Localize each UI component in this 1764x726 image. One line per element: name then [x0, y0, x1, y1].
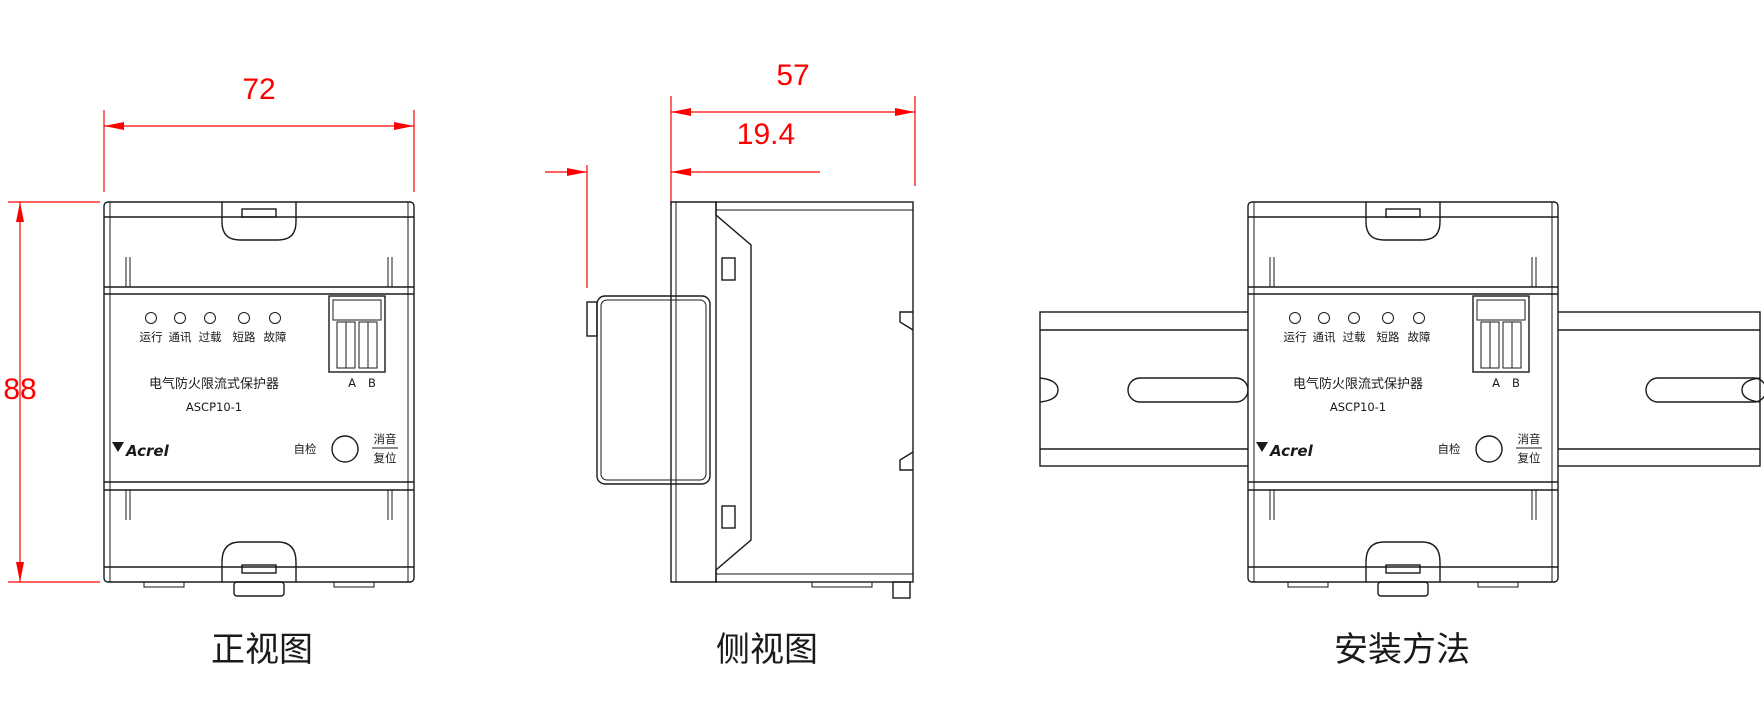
dim-width-value: 72 — [242, 73, 275, 106]
led-label-overload: 过载 — [1343, 330, 1366, 344]
dimension-depth: 57 19.4 — [545, 59, 916, 288]
dim-depth-value: 57 — [776, 59, 809, 92]
self-test-label: 自检 — [294, 442, 317, 456]
led-label-run: 运行 — [1284, 330, 1307, 344]
led-indicator — [145, 312, 157, 324]
silence-label: 消音 — [1518, 432, 1541, 446]
terminal-a-label: A — [1492, 376, 1500, 390]
reset-label: 复位 — [374, 451, 397, 465]
led-indicator — [1413, 312, 1425, 324]
front-view — [103, 201, 415, 597]
led-label-overload: 过载 — [199, 330, 222, 344]
product-name: 电气防火限流式保护器 — [1293, 376, 1423, 392]
led-label-fault: 故障 — [1408, 330, 1431, 344]
install-view — [1247, 201, 1559, 597]
brand-logo: Acrel — [1269, 442, 1314, 460]
led-indicator — [204, 312, 216, 324]
led-label-short: 短路 — [1377, 330, 1400, 344]
led-label-fault: 故障 — [264, 330, 287, 344]
led-indicator — [174, 312, 186, 324]
led-indicator — [269, 312, 281, 324]
model-number: ASCP10-1 — [1330, 400, 1386, 414]
side-view — [586, 201, 914, 599]
product-name: 电气防火限流式保护器 — [149, 376, 279, 392]
led-label-short: 短路 — [233, 330, 256, 344]
led-indicator — [1382, 312, 1394, 324]
led-row: 运行 通讯 过载 短路 故障 — [140, 312, 287, 344]
led-indicator — [1318, 312, 1330, 324]
led-indicator — [1348, 312, 1360, 324]
dim-offset-value: 19.4 — [737, 118, 795, 151]
caption-front-view: 正视图 — [211, 630, 313, 670]
led-label-run: 运行 — [140, 330, 163, 344]
brand-logo: Acrel — [125, 442, 170, 460]
dim-height-value: 88 — [3, 373, 36, 406]
terminal-a-label: A — [348, 376, 356, 390]
caption-side-view: 侧视图 — [716, 630, 818, 670]
brand-logo-icon — [1256, 442, 1268, 452]
install-panel: 运行 通讯 过载 短路 故障 电气防火限流式保护器 ASCP10-1 A B A… — [1256, 312, 1542, 465]
self-test-label: 自检 — [1438, 442, 1461, 456]
model-number: ASCP10-1 — [186, 400, 242, 414]
reset-label: 复位 — [1518, 451, 1541, 465]
led-indicator — [238, 312, 250, 324]
caption-install-method: 安装方法 — [1334, 630, 1470, 670]
front-panel: 运行 通讯 过载 短路 故障 电气防火限流式保护器 ASCP10-1 A B A… — [112, 312, 398, 465]
led-label-comm: 通讯 — [1313, 330, 1336, 344]
led-indicator — [1289, 312, 1301, 324]
silence-label: 消音 — [374, 432, 397, 446]
brand-logo-icon — [112, 442, 124, 452]
dimension-width: 72 — [103, 73, 415, 192]
terminal-b-label: B — [1512, 376, 1520, 390]
terminal-b-label: B — [368, 376, 376, 390]
led-label-comm: 通讯 — [169, 330, 192, 344]
dimension-height: 88 — [3, 201, 100, 583]
